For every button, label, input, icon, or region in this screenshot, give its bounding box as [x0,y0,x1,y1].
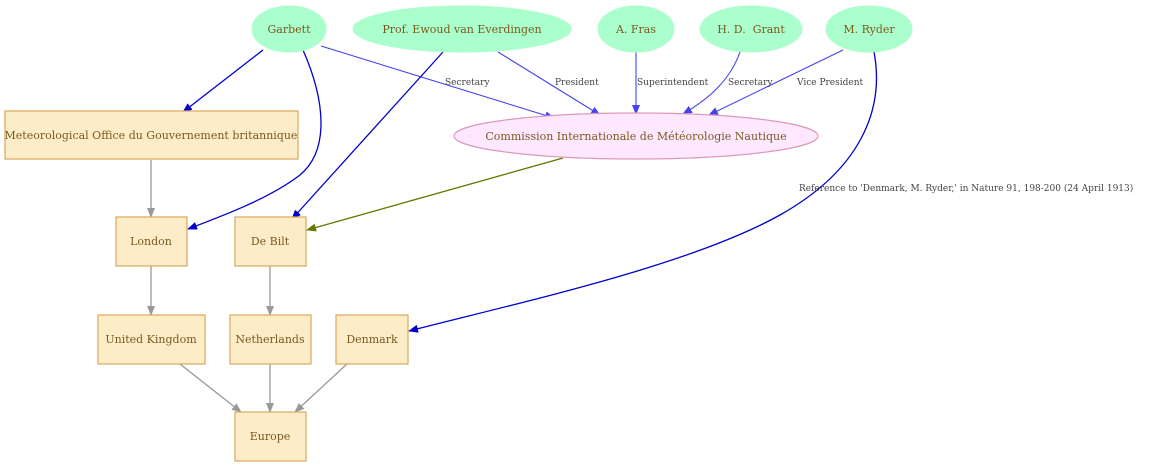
node-commission-label: Commission Internationale de Météorologi… [485,130,786,143]
node-grant-label: H. D. Grant [717,23,785,36]
node-de-bilt[interactable]: De Bilt [234,216,307,267]
edge-labels: Secretary President Superintendent Secre… [445,78,1133,194]
edge-united-kingdom-europe [179,363,242,413]
edge-ryder-denmark [408,51,878,333]
label-fras-commission: Superintendent [637,78,709,88]
node-europe[interactable]: Europe [234,411,307,462]
node-united-kingdom-label: United Kingdom [105,333,197,346]
node-fras-label: A. Fras [615,23,656,36]
node-ryder-label: M. Ryder [843,23,895,36]
node-london[interactable]: London [115,216,188,267]
node-netherlands-label: Netherlands [235,333,305,346]
edge-garbett-met-office [182,49,264,113]
node-fras[interactable]: A. Fras [597,5,675,53]
node-garbett[interactable]: Garbett [251,5,327,53]
node-de-bilt-label: De Bilt [251,235,290,248]
node-ryder[interactable]: M. Ryder [825,5,913,53]
node-met-office[interactable]: Meteorological Office du Gouvernement br… [4,110,299,160]
organization-nodes: Meteorological Office du Gouvernement br… [4,110,819,160]
edge-denmark-europe [294,363,348,413]
place-nodes: London De Bilt United Kingdom Netherland… [97,216,409,462]
node-europe-label: Europe [250,430,291,443]
edge-grant-commission [682,51,741,115]
edge-garbett-commission [320,45,555,120]
node-everdingen[interactable]: Prof. Ewoud van Everdingen [352,5,572,53]
edge-commission-de-bilt [306,157,564,232]
node-everdingen-label: Prof. Ewoud van Everdingen [382,23,541,36]
edge-garbett-london [187,49,322,230]
label-garbett-commission: Secretary [445,78,490,88]
node-grant[interactable]: H. D. Grant [699,5,803,53]
node-denmark-label: Denmark [346,333,398,346]
label-ryder-commission: Vice President [796,78,864,88]
node-denmark[interactable]: Denmark [335,314,409,365]
node-garbett-label: Garbett [268,23,312,36]
node-netherlands[interactable]: Netherlands [229,314,312,365]
person-nodes: Garbett Prof. Ewoud van Everdingen A. Fr… [251,5,913,53]
edge-everdingen-de-bilt [291,51,444,220]
label-ryder-denmark: Reference to 'Denmark, M. Ryder,' in Nat… [799,183,1133,194]
node-london-label: London [130,235,172,248]
node-met-office-label: Meteorological Office du Gouvernement br… [5,129,298,142]
node-commission[interactable]: Commission Internationale de Météorologi… [453,112,819,160]
edge-everdingen-commission [497,51,601,116]
edge-ryder-commission [708,49,844,116]
label-everdingen-commission: President [555,78,599,88]
label-grant-commission: Secretary [728,78,773,88]
edges [147,45,878,413]
node-united-kingdom[interactable]: United Kingdom [97,314,206,365]
